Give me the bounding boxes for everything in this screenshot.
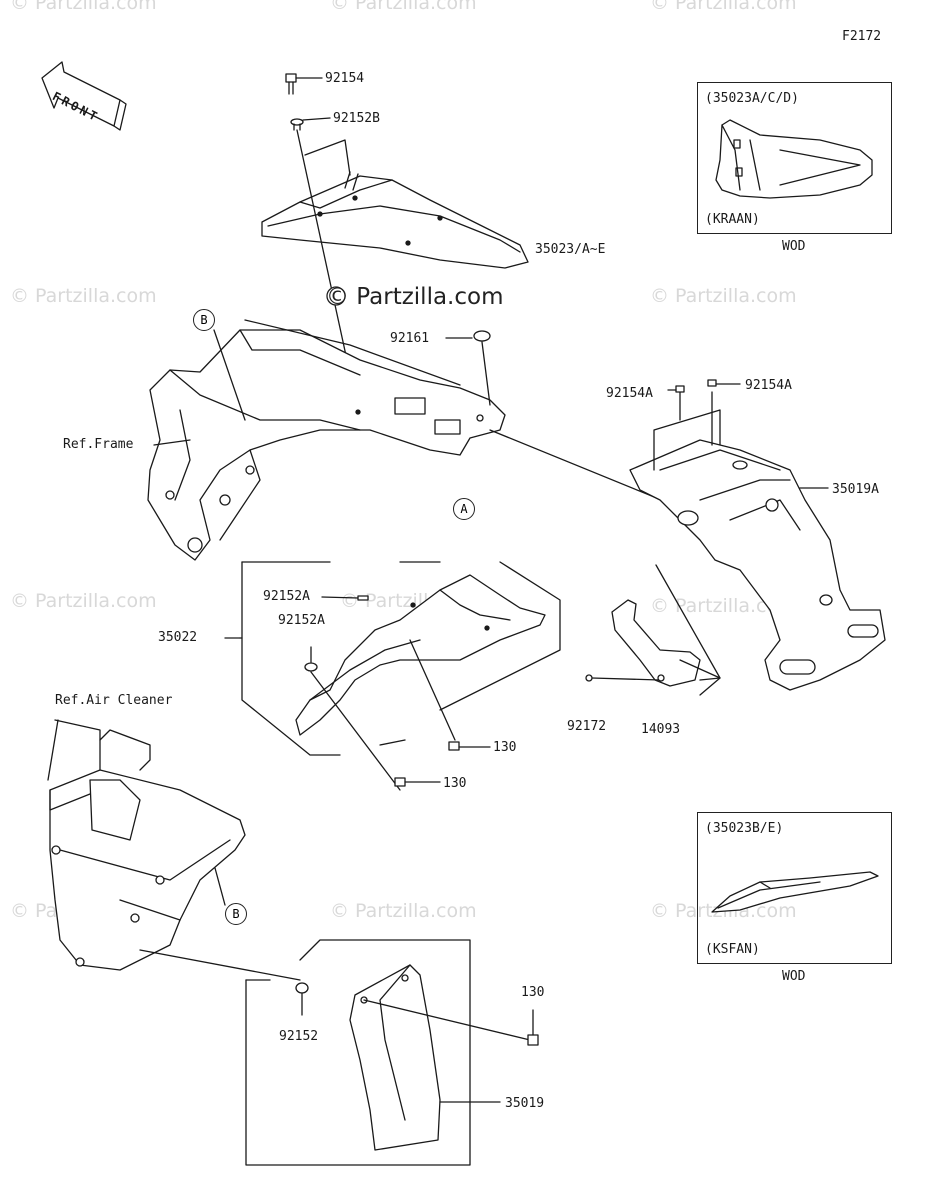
flap-frame-lines: [245, 939, 471, 1166]
front-arrow-icon: [41, 61, 127, 131]
part-label[interactable]: 35019: [505, 1096, 545, 1111]
part-label[interactable]: 130: [443, 776, 467, 791]
part-label[interactable]: 92161: [390, 331, 430, 346]
part-label[interactable]: 92154A: [606, 386, 653, 401]
clip-92152A-drawing: [304, 595, 369, 672]
watermark: © Partzilla.com: [10, 285, 157, 307]
watermark: © Partzilla.com: [650, 285, 797, 307]
part-label[interactable]: 92172: [567, 719, 607, 734]
watermark: © Partzilla.com: [650, 595, 797, 617]
watermark: © Partzilla.com: [10, 0, 157, 14]
inner-fender-frame-lines: [239, 561, 561, 756]
part-label[interactable]: 35019A: [832, 482, 879, 497]
rear-fender-drawing: [261, 139, 529, 269]
grommet-92161-drawing: [445, 330, 491, 406]
part-label[interactable]: 92154A: [745, 378, 792, 393]
watermark: © Partzilla.com: [330, 0, 477, 14]
inset-top-color-code: (KRAAN): [705, 212, 760, 227]
air-cleaner-drawing: [47, 719, 301, 981]
ref-air-cleaner-label: Ref.Air Cleaner: [55, 693, 173, 708]
part-label[interactable]: 130: [521, 985, 545, 1000]
part-label[interactable]: 35022: [158, 630, 198, 645]
tail-bracket-drawing: [629, 391, 886, 691]
inset-bottom-fender-drawing: [711, 871, 879, 913]
marker-b-frame: B: [193, 309, 215, 331]
watermark: © Partzilla.com: [330, 900, 477, 922]
part-label[interactable]: 14093: [641, 722, 681, 737]
marker-a: A: [453, 498, 475, 520]
inner-fender-drawing: [295, 574, 546, 736]
part-label[interactable]: 92154: [325, 71, 365, 86]
frame-drawing: [147, 319, 506, 561]
ref-frame-label: Ref.Frame: [63, 437, 134, 452]
mud-flap-drawing: [349, 964, 531, 1151]
inset-bottom-note: WOD: [782, 969, 806, 984]
inset-top-note: WOD: [782, 239, 806, 254]
brand-watermark: © Partzilla.com: [326, 284, 504, 310]
bracket-14093-drawing: [585, 599, 721, 696]
bolt-130-drawing: [394, 741, 491, 787]
inset-bottom-color-code: (KSFAN): [705, 942, 760, 957]
bolt-130-lower-drawing: [439, 1009, 539, 1103]
inset-top-fender-drawing: [715, 119, 873, 199]
figure-code: F2172: [842, 29, 882, 44]
part-label[interactable]: 92152B: [333, 111, 380, 126]
bolt-92154A-left-drawing: [667, 385, 685, 393]
inset-variant-top: [697, 82, 892, 234]
watermark: © Partzilla.com: [650, 0, 797, 14]
inset-variant-bottom: [697, 812, 892, 964]
bolt-92154-drawing: [285, 73, 323, 95]
marker-b-air-cleaner: B: [225, 903, 247, 925]
washer-92152B-drawing: [290, 117, 331, 131]
bolt-92154A-right-drawing: [707, 379, 741, 387]
part-label[interactable]: 92152A: [278, 613, 325, 628]
part-label[interactable]: 35023/A~E: [535, 242, 606, 257]
inset-bottom-variants: (35023B/E): [705, 821, 784, 836]
part-label[interactable]: 92152: [279, 1029, 319, 1044]
nut-92152-drawing: [295, 982, 309, 1016]
part-label[interactable]: 92152A: [263, 589, 310, 604]
watermark: © Partzilla.com: [10, 590, 157, 612]
part-label[interactable]: 130: [493, 740, 517, 755]
inset-top-variants: (35023A/C/D): [705, 91, 799, 106]
